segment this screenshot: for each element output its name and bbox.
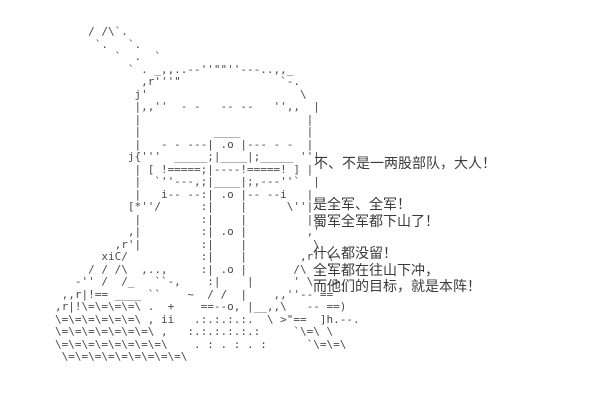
dialogue-line: 是全军、全军！ (313, 196, 411, 212)
dialogue-line: 蜀军全军都下山了！ (313, 212, 439, 229)
dialogue-line: 不、不是一两股部队，大人！ (314, 155, 496, 171)
dialogue-line: 什么都没留！ (313, 245, 397, 261)
dialogue-block-2: 是全军、全军！ 蜀军全军都下山了！ (313, 196, 439, 229)
dialogue-block-3: 什么都没留！ 全军都在往山下冲， 而他们的目标，就是本阵！ (313, 245, 481, 295)
dialogue-line: 而他们的目标，就是本阵！ (313, 278, 481, 294)
ascii-art-figure: / /\`. `. `. ` . ` ` . _,,..--''""''---.… (54, 25, 360, 363)
dialogue-line: 全军都在往山下冲， (313, 261, 439, 278)
dialogue-block-1: 不、不是一两股部队，大人！ (314, 155, 496, 172)
